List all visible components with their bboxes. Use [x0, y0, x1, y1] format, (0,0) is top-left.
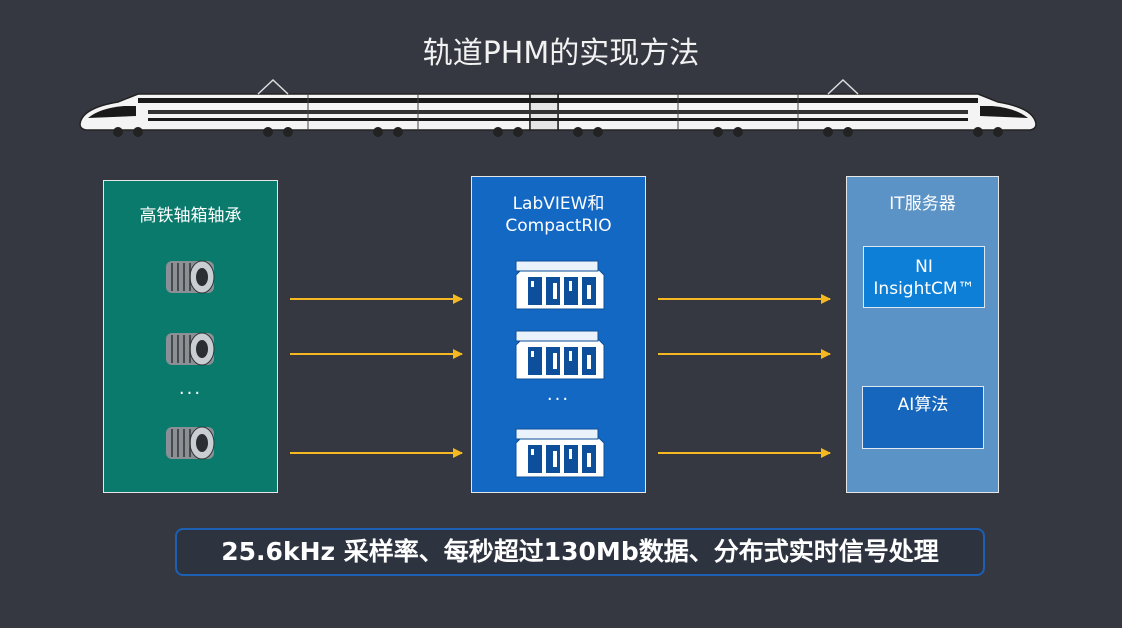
bearing-box: 高铁轴箱轴承 ···: [103, 180, 278, 493]
summary-banner: 25.6kHz 采样率、每秒超过130Mb数据、分布式实时信号处理: [175, 528, 985, 576]
bearing-icon: [166, 260, 215, 294]
ai-algorithm-box: AI算法: [862, 386, 984, 449]
ai-algorithm-label: AI算法: [897, 395, 949, 415]
it-server-box: IT服务器 NI InsightCM™ AI算法: [846, 176, 999, 493]
bearing-icon: [166, 426, 215, 460]
compactrio-box: LabVIEW和 CompactRIO ···: [471, 176, 646, 493]
bearing-icon: [166, 332, 215, 366]
train-image: [79, 78, 1037, 137]
ni-label: NI: [915, 257, 933, 277]
page-title: 轨道PHM的实现方法: [422, 36, 700, 71]
compactrio-ellipsis: ···: [546, 389, 571, 410]
bearing-box-title: 高铁轴箱轴承: [139, 206, 242, 226]
it-server-title: IT服务器: [889, 194, 956, 214]
compactrio-title-line1: LabVIEW和: [512, 194, 605, 214]
compactrio-title-line2: CompactRIO: [505, 216, 612, 236]
compactrio-icon: [515, 330, 605, 380]
compactrio-icon: [515, 428, 605, 478]
compactrio-box-title: LabVIEW和 CompactRIO: [472, 193, 645, 237]
compactrio-icon: [515, 260, 605, 310]
ni-insightcm-box: NI InsightCM™: [863, 246, 985, 308]
insightcm-label: InsightCM™: [873, 279, 975, 299]
bearing-ellipsis: ···: [178, 383, 203, 404]
